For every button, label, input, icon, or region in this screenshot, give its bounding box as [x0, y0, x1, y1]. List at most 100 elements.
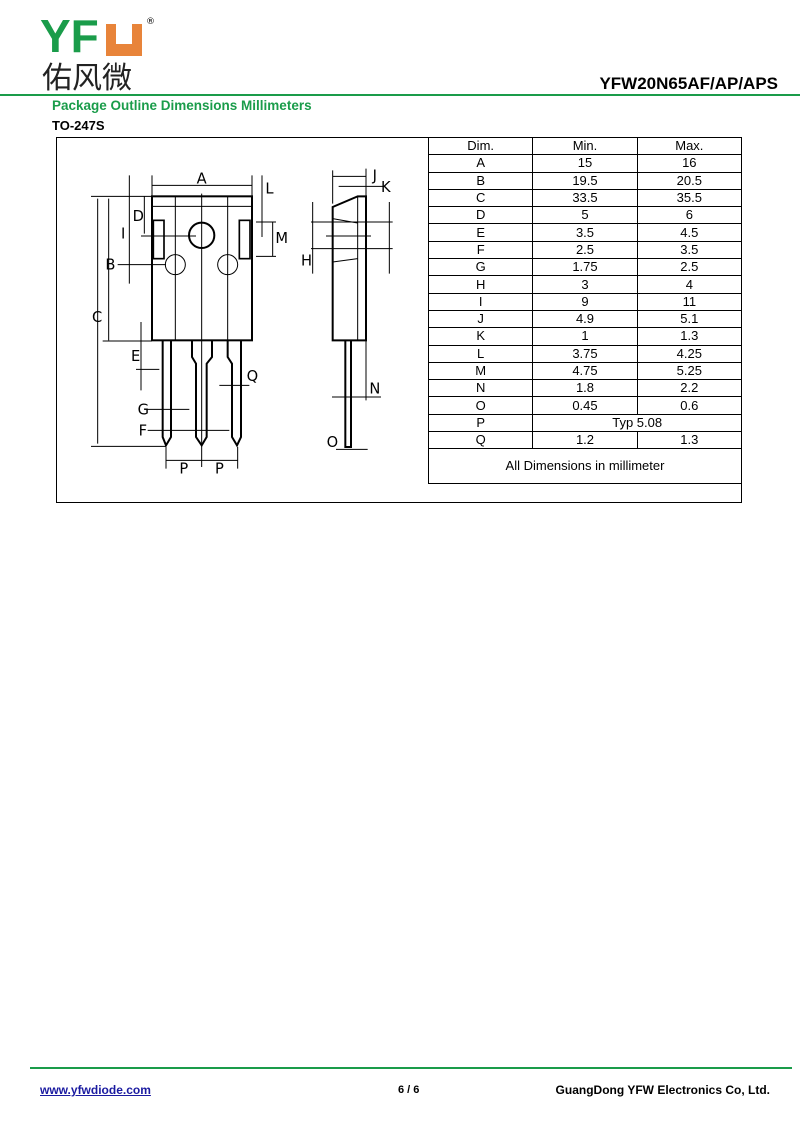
cell-max: 1.3: [636, 327, 743, 346]
cell-dim: E: [427, 223, 534, 242]
cell-dim: J: [427, 309, 534, 329]
label-b: B: [105, 257, 115, 274]
header-min: Min.: [532, 136, 638, 156]
cell-min: 5: [532, 206, 638, 225]
cell-dim: O: [427, 396, 534, 415]
page-number: 6 / 6: [398, 1084, 420, 1096]
label-d: D: [133, 208, 144, 225]
cell-min: 9: [532, 292, 638, 311]
label-n: N: [369, 381, 380, 398]
cell-dim: K: [427, 327, 534, 346]
cell-max: 5.25: [636, 361, 743, 381]
cell-dim: G: [427, 258, 534, 277]
cell-dim: N: [427, 379, 534, 398]
svg-text:YF: YF: [40, 12, 99, 62]
header-divider: [0, 94, 800, 96]
label-f: F: [139, 422, 147, 439]
table-footer-note: All Dimensions in millimeter: [428, 448, 742, 485]
cell-max: 6: [636, 206, 743, 225]
cell-min: 4.75: [532, 361, 638, 381]
cell-dim: P: [427, 413, 534, 433]
cell-max: 4.5: [636, 223, 743, 242]
header-max: Max.: [636, 136, 743, 156]
label-m: M: [275, 230, 288, 247]
cell-max: 11: [636, 292, 743, 311]
cell-dim: L: [427, 344, 534, 363]
cell-max: 1.3: [636, 431, 743, 450]
cell-min: 1.75: [532, 258, 638, 277]
label-g: G: [138, 401, 149, 418]
cell-dim: M: [427, 361, 534, 381]
cell-min: 1: [532, 327, 638, 346]
cell-min: 3: [532, 275, 638, 294]
package-name: TO-247S: [52, 118, 105, 133]
cell-max: 3.5: [636, 240, 743, 260]
cell-dim: B: [427, 171, 534, 190]
label-a: A: [197, 171, 207, 188]
cell-min: 1.2: [532, 431, 638, 450]
header-dim: Dim.: [427, 136, 534, 156]
cell-min: 2.5: [532, 240, 638, 260]
cell-max: 5.1: [636, 309, 743, 329]
cell-dim: A: [427, 154, 534, 173]
label-i: I: [121, 226, 125, 243]
table-header-row: Dim. Min. Max.: [427, 136, 743, 156]
part-number: YFW20N65AF/AP/APS: [599, 74, 778, 93]
label-h: H: [301, 252, 312, 269]
cell-min: 19.5: [532, 171, 638, 190]
label-l: L: [265, 181, 274, 198]
section-title: Package Outline Dimensions Millimeters: [52, 98, 312, 113]
label-p-right: P: [215, 461, 224, 478]
label-q: Q: [247, 368, 259, 385]
package-outline-drawing: A B C D E F G H I J K L M N O P P Q: [91, 167, 393, 478]
cell-min: 33.5: [532, 188, 638, 208]
label-e: E: [131, 348, 140, 365]
cell-max: 20.5: [636, 171, 743, 190]
company-name: GuangDong YFW Electronics Co, Ltd.: [555, 1083, 770, 1097]
cell-max: 4: [636, 275, 743, 294]
cell-max: 2.2: [636, 379, 743, 398]
cell-min: 15: [532, 154, 638, 173]
cell-min: Typ 5.08: [532, 413, 742, 433]
cell-dim: H: [427, 275, 534, 294]
svg-text:®: ®: [146, 17, 155, 27]
cell-dim: C: [427, 188, 534, 208]
side-view: [331, 195, 367, 342]
cell-max: 0.6: [636, 396, 743, 415]
cell-max: 4.25: [636, 344, 743, 363]
footer-divider: [30, 1067, 792, 1069]
cell-dim: Q: [427, 431, 534, 450]
label-p-left: P: [179, 461, 188, 478]
outline-frame: [56, 137, 742, 503]
cell-max: 35.5: [636, 188, 743, 208]
website-link[interactable]: www.yfwdiode.com: [40, 1083, 151, 1097]
cell-min: 3.5: [532, 223, 638, 242]
cell-max: 2.5: [636, 258, 743, 277]
cell-min: 3.75: [532, 344, 638, 363]
cell-dim: D: [427, 206, 534, 225]
cell-dim: I: [427, 292, 534, 311]
svg-text:佑风微: 佑风微: [42, 61, 132, 92]
cell-min: 0.45: [532, 396, 638, 415]
label-k: K: [381, 179, 391, 196]
label-c: C: [92, 309, 102, 326]
cell-dim: F: [427, 240, 534, 260]
